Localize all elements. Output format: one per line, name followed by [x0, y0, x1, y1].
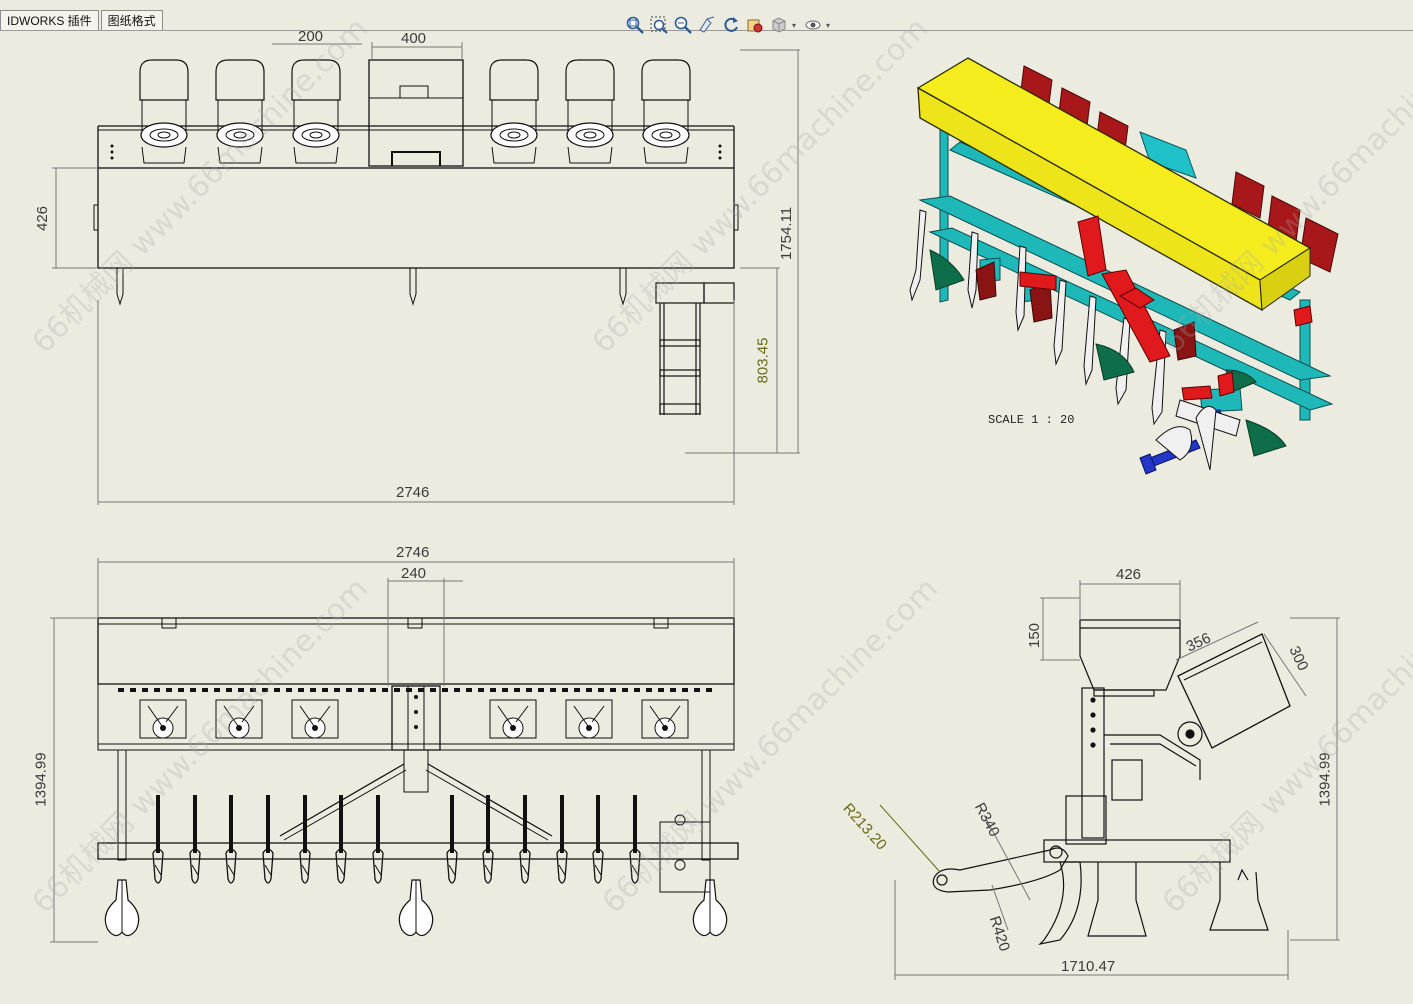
side-view-dimensions: [879, 580, 1340, 980]
top-view: [93, 59, 739, 415]
zoom-area-icon[interactable]: [648, 14, 670, 36]
scale-label: SCALE 1 : 20: [988, 413, 1075, 427]
display-style-icon[interactable]: [768, 14, 790, 36]
dim-top-426: 426: [34, 205, 52, 232]
dim-front-2746: 2746: [396, 544, 430, 561]
top-view-dimensions: [52, 42, 800, 505]
display-style-dropdown-icon[interactable]: ▾: [792, 20, 797, 30]
dim-top-2746: 2746: [396, 484, 430, 501]
dim-top-200: 200: [298, 28, 324, 45]
dim-front-240: 240: [401, 565, 427, 582]
zoom-fit-icon[interactable]: [624, 14, 646, 36]
dim-side-426: 426: [1116, 566, 1142, 583]
tab-divider: [0, 30, 1413, 31]
hide-show-icon[interactable]: [802, 14, 824, 36]
dim-side-1394: 1394.99: [1316, 752, 1334, 807]
heads-up-view-toolbar: ▾ ▾: [624, 12, 834, 38]
zoom-in-out-icon[interactable]: [672, 14, 694, 36]
dim-top-400: 400: [401, 30, 427, 47]
view-orient-icon[interactable]: [744, 14, 766, 36]
dim-front-1394: 1394.99: [32, 752, 50, 807]
rotate-icon[interactable]: [720, 14, 742, 36]
side-view: [932, 619, 1291, 945]
isometric-view: [909, 57, 1339, 475]
dim-side-150: 150: [1026, 622, 1044, 649]
tab-sheet-format[interactable]: 图纸格式: [100, 10, 163, 31]
front-view-dimensions: [50, 558, 735, 943]
tab-bar: IDWORKS 插件 图纸格式: [0, 0, 163, 31]
dim-top-1754: 1754.11: [778, 206, 796, 261]
dim-side-1710: 1710.47: [1061, 958, 1116, 975]
front-view: [97, 617, 739, 937]
dim-top-803: 803.45: [754, 337, 772, 384]
hide-show-dropdown-icon[interactable]: ▾: [826, 20, 831, 30]
pan-icon[interactable]: [696, 14, 718, 36]
tab-solidworks-addins[interactable]: IDWORKS 插件: [0, 10, 99, 31]
